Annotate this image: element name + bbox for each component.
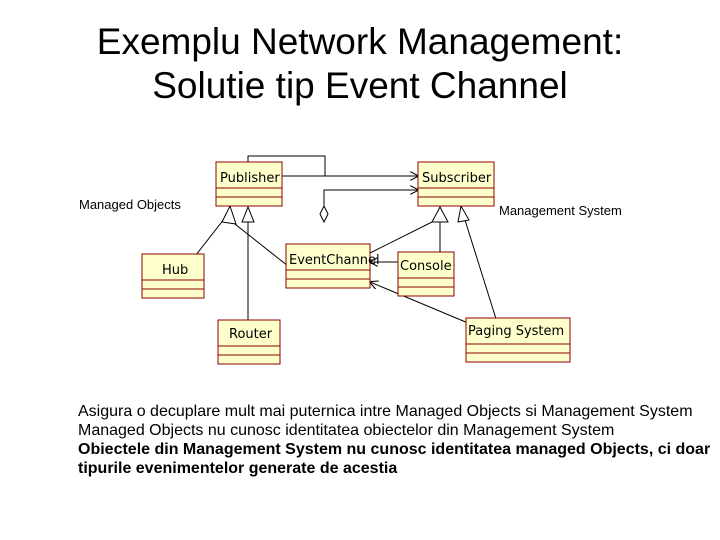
eventchannel-to-subscriber-line [369, 217, 441, 254]
note-line-3: Obiectele din Management System nu cunos… [78, 441, 711, 477]
hub-label: Hub [162, 263, 188, 278]
publisher-triangle-right [241, 205, 255, 223]
title-line-2: Solutie tip Event Channel [152, 65, 568, 106]
class-router: Router [217, 319, 281, 365]
notes-block: Asigura o decuplare mult mai puternica i… [78, 402, 718, 478]
title-line-1: Exemplu Network Management: [96, 21, 624, 62]
class-console: Console [397, 251, 455, 297]
eventchannel-to-publisher-line [225, 216, 289, 267]
paging-to-eventchannel-arrow [370, 282, 469, 324]
subscriber-label: Subscriber [422, 171, 492, 186]
paging-to-subscriber-line [464, 219, 498, 323]
subscriber-triangle-right [457, 204, 470, 223]
publisher-label: Publisher [220, 171, 280, 186]
eventchannel-subscriber-aggregation [323, 190, 418, 222]
paging-system-label: Paging System [468, 324, 564, 339]
note-line-1: Asigura o decuplare mult mai puternica i… [78, 403, 693, 420]
class-paging-system: Paging System [465, 317, 571, 363]
publisher-subscriber-association [247, 155, 326, 176]
package-management-system: Management System [499, 203, 622, 218]
class-event-channel: EventChannel [285, 243, 380, 289]
event-channel-label: EventChannel [289, 253, 380, 268]
subscriber-triangle-left [431, 205, 449, 223]
slide-title: Exemplu Network Management: Solutie tip … [0, 20, 720, 108]
note-line-2: Managed Objects nu cunosc identitatea ob… [78, 422, 615, 439]
class-hub: Hub [141, 253, 205, 299]
package-managed-objects: Managed Objects [79, 197, 181, 212]
class-subscriber: Subscriber [417, 161, 495, 207]
console-label: Console [400, 259, 452, 274]
class-publisher: Publisher [215, 161, 283, 207]
publisher-triangle-left [221, 204, 237, 225]
aggregation-diamond [319, 204, 329, 224]
inheritance-triangles [221, 204, 470, 225]
uml-class-diagram: Publisher Subscriber EventChannel Hub Ro… [79, 155, 622, 365]
router-label: Router [229, 327, 273, 342]
